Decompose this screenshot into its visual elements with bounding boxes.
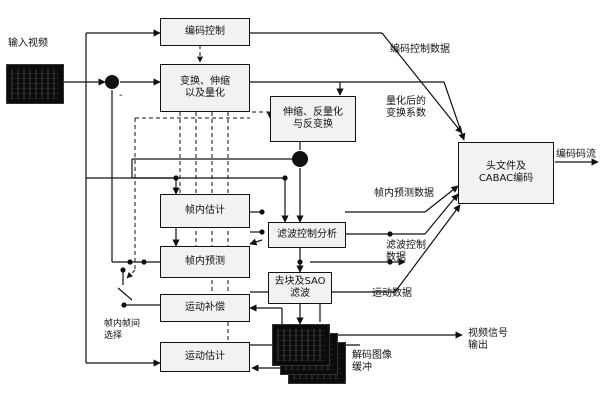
input-video-label: 输入视频 (8, 38, 48, 49)
bitstream-label: 编码码流 (556, 149, 596, 160)
input-video-thumbnail (6, 64, 64, 104)
intra-prediction-data-label: 帧内预测数据 (374, 188, 434, 199)
output-video-label: 视频信号 输出 (468, 328, 508, 351)
intra-prediction-block: 帧内预测 (160, 246, 250, 278)
motion-compensation-block: 运动补偿 (160, 294, 250, 322)
header-cabac-block: 头文件及 CABAC编码 (458, 142, 554, 204)
transform-quant-block: 变换、伸缩 以及量化 (160, 64, 250, 112)
minus-sign-label: - (119, 90, 123, 101)
quantized-coefficients-label: 量化后的 变换系数 (386, 96, 426, 119)
motion-estimation-block: 运动估计 (160, 342, 250, 372)
decoded-buffer-frame-1 (272, 324, 330, 366)
deblock-sao-block: 去块及SAO 滤波 (268, 272, 332, 304)
decoded-buffer-label: 解码图像 缓冲 (352, 350, 392, 373)
coding-control-data-label: 编码控制数据 (390, 44, 450, 55)
intra-estimation-block: 帧内估计 (160, 194, 250, 228)
motion-data-label: 运动数据 (372, 288, 412, 299)
reconstruction-node (292, 151, 308, 167)
intra-inter-select-label: 帧内帧间 选择 (104, 319, 141, 341)
summing-node (105, 75, 119, 89)
inverse-transform-block: 伸缩、反量化 与反变换 (270, 96, 356, 142)
filter-control-data-label: 滤波控制 数据 (386, 240, 426, 263)
filter-control-block: 滤波控制分析 (268, 222, 346, 248)
coding-control-block: 编码控制 (160, 18, 250, 46)
